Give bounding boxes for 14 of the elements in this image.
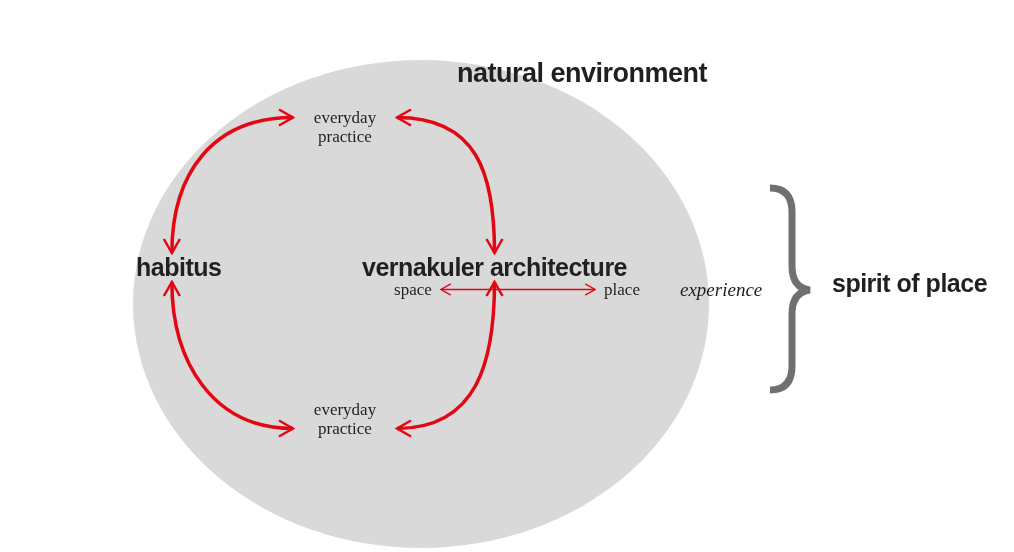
arrow (163, 109, 295, 255)
concept-text: place (595, 280, 649, 299)
concept-text: space (385, 280, 441, 299)
concept-text: everyday practice (293, 108, 397, 146)
arrow (395, 109, 504, 255)
circle-heading: natural environment (457, 58, 708, 89)
annotation-text: experience (680, 279, 763, 301)
arrow (440, 283, 596, 296)
arrow (395, 280, 504, 437)
concept-label: vernakuler architecture (362, 253, 628, 282)
arrow (163, 280, 295, 437)
concept-label: habitus (136, 253, 222, 282)
group-label: spirit of place (832, 269, 988, 298)
concept-text: everyday practice (293, 400, 397, 438)
